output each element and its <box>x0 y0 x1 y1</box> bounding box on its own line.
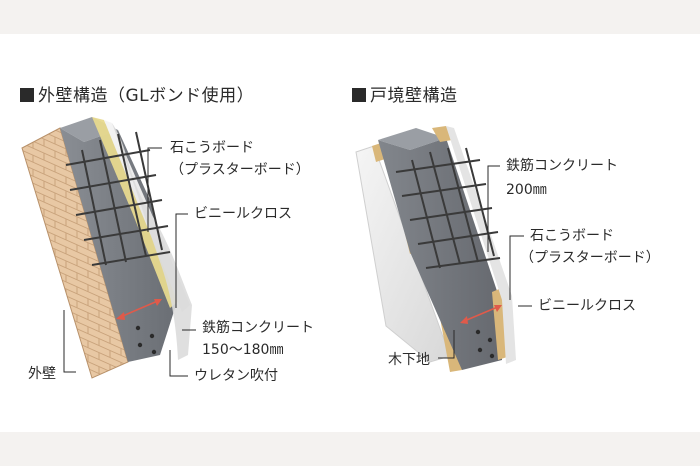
left-section-title: 外壁構造（GLボンド使用） <box>20 86 254 106</box>
left-title-text: 外壁構造（GLボンド使用） <box>38 86 255 106</box>
left-leader-lines <box>63 147 196 377</box>
wood-stud-right-top <box>432 126 452 142</box>
label-right-concrete: 鉄筋コンクリート <box>506 158 618 174</box>
square-bullet-icon <box>20 88 34 102</box>
right-board-left <box>355 145 451 363</box>
label-left-outer-wall: 外壁 <box>28 366 56 382</box>
right-bolts <box>475 329 495 359</box>
label-left-concrete: 鉄筋コンクリート <box>202 320 314 336</box>
right-section-title: 戸境壁構造 <box>352 86 458 106</box>
left-bolts <box>135 325 157 355</box>
left-thickness-arrow <box>117 299 161 319</box>
right-concrete-top <box>378 128 446 150</box>
right-wall-illustration <box>355 126 516 372</box>
right-rebar-grid <box>395 147 501 269</box>
left-rebar-grid <box>65 131 171 266</box>
right-leader-lines <box>438 165 532 359</box>
label-left-concrete-thickness: 150〜180㎜ <box>202 342 284 358</box>
label-left-vinyl: ビニールクロス <box>194 206 292 222</box>
label-right-wood-base: 木下地 <box>388 352 430 368</box>
label-right-vinyl: ビニールクロス <box>538 298 636 314</box>
left-wall-illustration <box>21 117 192 379</box>
right-thickness-arrow <box>461 305 501 323</box>
label-left-gypsum: 石こうボード <box>170 140 254 156</box>
label-right-concrete-thickness: 200㎜ <box>506 182 547 198</box>
right-title-text: 戸境壁構造 <box>370 86 458 106</box>
right-board-right <box>446 126 516 364</box>
label-right-gypsum: 石こうボード <box>530 228 614 244</box>
label-right-gypsum-sub: （プラスターボード） <box>520 250 660 266</box>
label-left-urethane: ウレタン吹付 <box>194 368 278 384</box>
label-left-gypsum-sub: （プラスターボード） <box>170 162 310 178</box>
vinyl-cloth-layer <box>112 123 192 360</box>
square-bullet-icon <box>352 88 366 102</box>
